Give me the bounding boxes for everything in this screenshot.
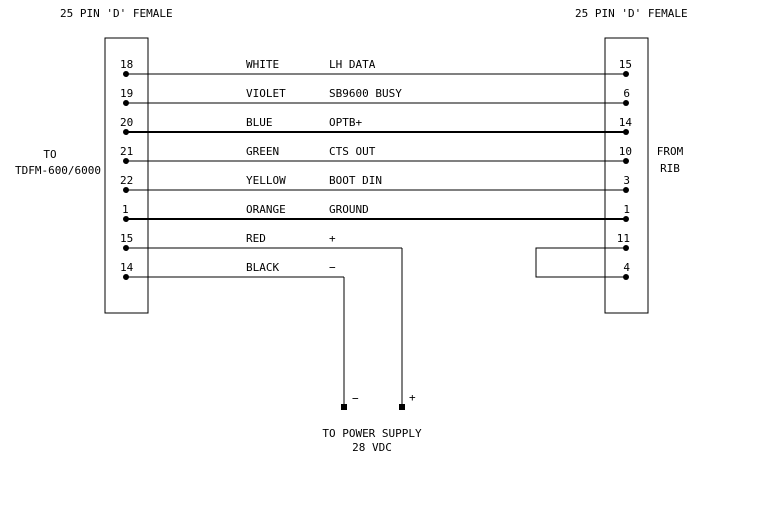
wire-row: 21 GREEN CTS OUT 10 xyxy=(120,145,632,164)
wire-color: ORANGE xyxy=(246,203,286,216)
power-terminal-plus xyxy=(399,404,405,410)
wire-row: 18 WHITE LH DATA 15 xyxy=(120,58,632,77)
left-connector-title: 25 PIN 'D' FEMALE xyxy=(60,7,173,20)
left-connector-label-1: TO xyxy=(43,148,56,161)
pin-dot-right xyxy=(623,216,629,222)
power-supply-label-1: TO POWER SUPPLY xyxy=(322,427,422,440)
power-terminal-minus xyxy=(341,404,347,410)
pin-dot-right xyxy=(623,129,629,135)
right-pin-number: 1 xyxy=(623,203,630,216)
pin-dot-left xyxy=(123,100,129,106)
wire-row: 22 YELLOW BOOT DIN 3 xyxy=(120,174,630,193)
pin-dot-right xyxy=(623,100,629,106)
power-supply-label-2: 28 VDC xyxy=(352,441,392,454)
wire-row: 19 VIOLET SB9600 BUSY 6 xyxy=(120,87,630,106)
wire-signal: BOOT DIN xyxy=(329,174,382,187)
left-pin-number: 21 xyxy=(120,145,133,158)
wire-signal: SB9600 BUSY xyxy=(329,87,402,100)
left-pin-number: 22 xyxy=(120,174,133,187)
right-pin-number: 14 xyxy=(619,116,633,129)
pin-dot-left xyxy=(123,274,129,280)
pin-dot-left xyxy=(123,187,129,193)
wire-color: RED xyxy=(246,232,266,245)
wire-signal: + xyxy=(329,232,336,245)
wire-color: VIOLET xyxy=(246,87,286,100)
wire-row: 14 BLACK − 4 xyxy=(120,261,630,407)
right-connector-label-1: FROM xyxy=(657,145,684,158)
pin-dot-right xyxy=(623,187,629,193)
pin-dot-left xyxy=(123,129,129,135)
pin-dot-left xyxy=(123,158,129,164)
pin-dot-left xyxy=(123,216,129,222)
left-connector-label-2: TDFM-600/6000 xyxy=(15,164,101,177)
right-pin-number: 6 xyxy=(623,87,630,100)
right-pin-number: 3 xyxy=(623,174,630,187)
right-pin-number: 11 xyxy=(617,232,630,245)
wire-row: 15 RED + 11 xyxy=(120,232,630,407)
left-pin-number: 1 xyxy=(122,203,129,216)
right-pin-number: 15 xyxy=(619,58,632,71)
right-connector-label-2: RIB xyxy=(660,162,680,175)
right-jumper-11-4 xyxy=(536,248,626,277)
power-minus-label: − xyxy=(352,392,359,405)
wire-row: 20 BLUE OPTB+ 14 xyxy=(120,116,632,135)
wire-signal: CTS OUT xyxy=(329,145,376,158)
wire-color: WHITE xyxy=(246,58,279,71)
power-plus-label: + xyxy=(409,391,416,404)
wire-color: BLACK xyxy=(246,261,279,274)
left-pin-number: 20 xyxy=(120,116,133,129)
left-pin-number: 14 xyxy=(120,261,134,274)
wire-signal: LH DATA xyxy=(329,58,376,71)
pin-dot-left xyxy=(123,245,129,251)
right-pin-number: 4 xyxy=(623,261,630,274)
pin-dot-right xyxy=(623,71,629,77)
wire-signal: − xyxy=(329,261,336,274)
wire-color: YELLOW xyxy=(246,174,286,187)
right-pin-number: 10 xyxy=(619,145,632,158)
pin-dot-left xyxy=(123,71,129,77)
left-pin-number: 18 xyxy=(120,58,133,71)
wire-color: BLUE xyxy=(246,116,273,129)
left-pin-number: 19 xyxy=(120,87,133,100)
wire-signal: GROUND xyxy=(329,203,369,216)
wire-signal: OPTB+ xyxy=(329,116,362,129)
right-connector-title: 25 PIN 'D' FEMALE xyxy=(575,7,688,20)
pin-dot-right xyxy=(623,158,629,164)
wire-color: GREEN xyxy=(246,145,279,158)
left-pin-number: 15 xyxy=(120,232,133,245)
wire-row: 1 ORANGE GROUND 1 xyxy=(122,203,630,222)
